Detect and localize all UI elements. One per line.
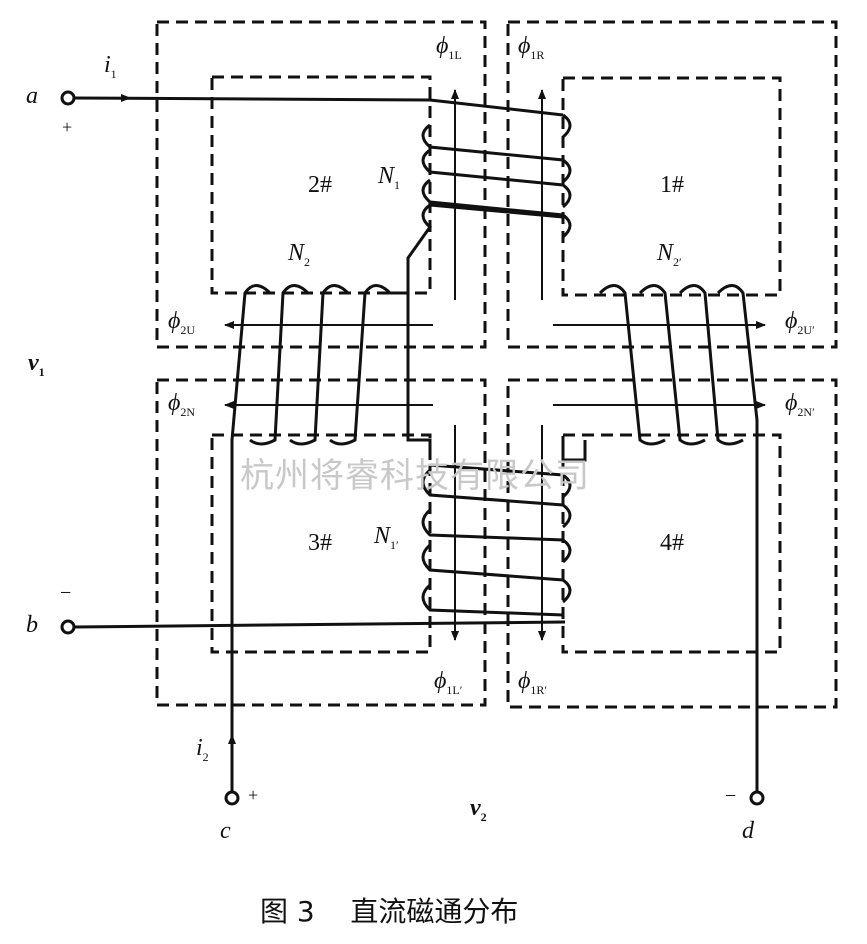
voltage-v1-label: v1	[28, 350, 45, 379]
flux-2U-prime-label: ϕ2U′	[785, 308, 815, 337]
flux-1R-label: ϕ1R	[518, 33, 545, 62]
inner-window-2	[210, 75, 432, 295]
current-i1-label: i1	[104, 52, 117, 81]
voltage-v2-label: v2	[470, 795, 487, 824]
flux-1R-prime-label: ϕ1R′	[518, 668, 548, 697]
terminal-b	[60, 619, 76, 635]
flux-1L-prime-label: ϕ1L′	[434, 668, 463, 697]
watermark: 杭州将睿科技有限公司	[240, 456, 590, 496]
core-4-label: 4#	[660, 530, 684, 556]
terminal-a-sign: +	[62, 117, 73, 137]
terminal-b-sign: −	[60, 582, 72, 604]
core-2-label: 2#	[308, 172, 332, 198]
terminals	[60, 90, 765, 806]
wire-a	[73, 96, 564, 117]
winding-N2-label: N2	[288, 240, 311, 269]
figure-caption: 图 3 直流磁通分布	[260, 895, 519, 928]
terminal-c-label: c	[220, 818, 231, 844]
wire-N1-to-N1p	[406, 203, 433, 460]
inner-window-1	[561, 76, 782, 297]
wire-b	[73, 620, 566, 629]
winding-N1	[421, 113, 572, 239]
outer-core-4	[506, 378, 838, 709]
terminal-a-label: a	[26, 83, 38, 109]
terminal-c	[224, 790, 240, 806]
flux-arrows	[100, 89, 766, 770]
terminal-b-label: b	[26, 612, 38, 638]
terminal-d-sign: −	[725, 785, 737, 807]
terminal-d-label: d	[742, 818, 754, 844]
winding-N1p	[421, 463, 572, 617]
current-i2-label: i2	[196, 735, 209, 764]
flux-2N-label: ϕ2N	[168, 390, 196, 419]
flux-1L-label: ϕ1L	[436, 33, 462, 62]
inner-window-3	[210, 433, 432, 654]
outer-core-3	[155, 378, 487, 707]
terminal-d	[749, 790, 765, 806]
core-1-label: 1#	[660, 172, 684, 198]
terminal-c-sign: +	[248, 785, 259, 805]
flux-2N-prime-label: ϕ2N′	[785, 390, 815, 419]
core-outlines	[155, 20, 838, 709]
winding-N1-label: N1	[378, 163, 401, 192]
winding-N2p-label: N2′	[657, 240, 682, 269]
wiring	[73, 96, 759, 793]
inner-window-4	[561, 433, 782, 654]
core-3-label: 3#	[308, 530, 332, 556]
flux-2U-label: ϕ2U	[168, 308, 196, 337]
winding-N2p	[598, 284, 759, 793]
winding-N1p-label: N1′	[374, 523, 399, 552]
terminal-a	[60, 90, 76, 106]
winding-N2	[230, 284, 408, 793]
wire-N1p-top	[561, 440, 587, 462]
